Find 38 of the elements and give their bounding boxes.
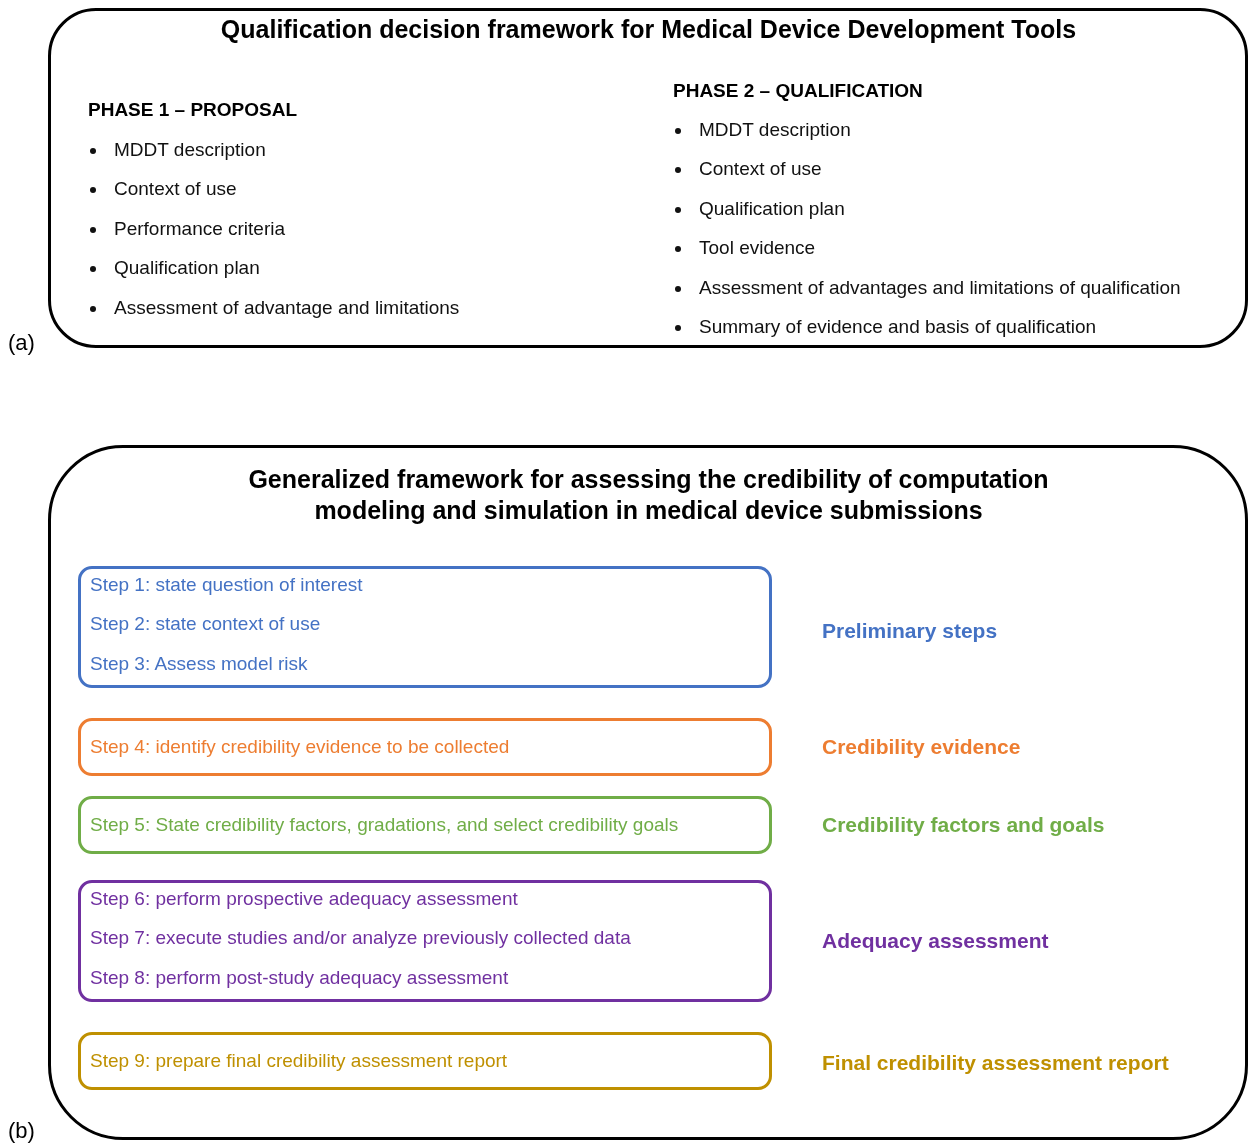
step-text: Step 7: execute studies and/or analyze previously collected data bbox=[90, 927, 631, 951]
stage-label: Adequacy assessment bbox=[822, 928, 1049, 954]
rounded-panel bbox=[48, 8, 1248, 348]
stage-label: Preliminary steps bbox=[822, 618, 998, 644]
step-box bbox=[78, 718, 772, 776]
rounded-panel bbox=[48, 445, 1248, 1140]
list-item-text: Context of use bbox=[699, 158, 822, 180]
panel-label: (b) bbox=[8, 1118, 35, 1145]
list-item-text: MDDT description bbox=[699, 119, 851, 140]
step-text: Step 5: State credibility factors, gradations, and select credibility goals bbox=[90, 813, 679, 837]
step-box bbox=[78, 1032, 772, 1090]
step-box bbox=[78, 566, 772, 688]
phase-heading: PHASE 1 – PROPOSAL bbox=[88, 99, 298, 122]
stage-label: Credibility factors and goals bbox=[822, 812, 1105, 838]
step-text: Step 4: identify credibility evidence to be collected bbox=[90, 735, 510, 759]
panel-title: Generalized framework for assessing the credibility of computation modeling and simulation in medical device submissions bbox=[247, 464, 1050, 527]
step-box bbox=[78, 880, 772, 1002]
step-text: Step 8: perform post-study adequacy assessment bbox=[90, 966, 509, 990]
list-item-text: Context of use bbox=[114, 178, 237, 200]
list-item-text: Qualification plan bbox=[114, 257, 260, 279]
list-item-text: Assessment of advantages and limitations of qualification bbox=[699, 276, 1181, 298]
list-item-text: MDDT description bbox=[114, 139, 266, 160]
list-item-text: Summary of evidence and basis of qualification bbox=[699, 316, 1097, 337]
step-text: Step 9: prepare final credibility assessment report bbox=[90, 1049, 508, 1073]
list-item-text: Qualification plan bbox=[699, 197, 845, 219]
list-item-text: Tool evidence bbox=[699, 237, 816, 259]
panel-label: (a) bbox=[8, 330, 35, 357]
step-text: Step 6: perform prospective adequacy assessment bbox=[90, 888, 518, 911]
step-box bbox=[78, 796, 772, 854]
phase-heading: PHASE 2 – QUALIFICATION bbox=[673, 80, 923, 103]
panel-title: Qualification decision framework for Medical Device Development Tools bbox=[219, 14, 1078, 44]
step-text: Step 3: Assess model risk bbox=[90, 652, 308, 676]
list-item-text: Assessment of advantage and limitations bbox=[114, 296, 460, 318]
stage-label: Credibility evidence bbox=[822, 734, 1021, 760]
step-text: Step 2: state context of use bbox=[90, 613, 321, 637]
step-text: Step 1: state question of interest bbox=[90, 574, 363, 597]
stage-label: Final credibility assessment report bbox=[822, 1050, 1169, 1076]
list-item-text: Performance criteria bbox=[114, 217, 286, 239]
